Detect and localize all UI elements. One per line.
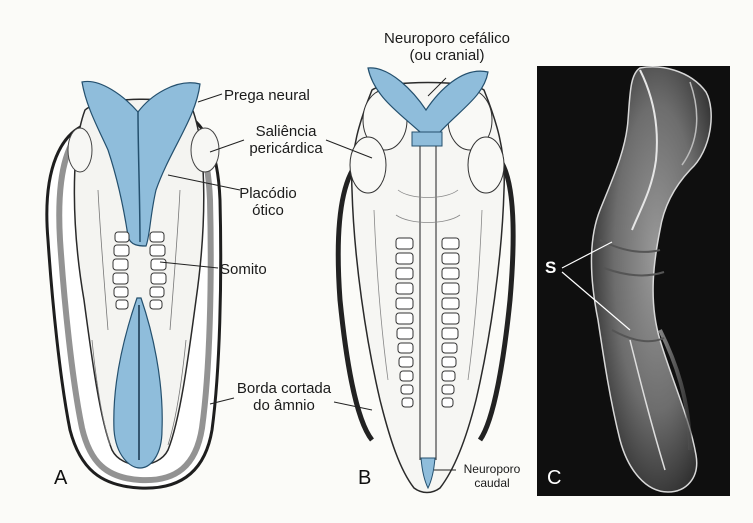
panel-label-c: C xyxy=(547,467,562,489)
label-prega-neural: Prega neural xyxy=(224,87,310,104)
label-neuroporo-cefalico: Neuroporo cefálico (ou cranial) xyxy=(372,30,522,64)
leader-lines-s xyxy=(561,241,631,331)
cranial-neuropore-b xyxy=(367,67,489,143)
caudal-neuropore-b xyxy=(420,457,436,490)
leader-prega-neural xyxy=(197,93,223,103)
label-cefalico-line1: Neuroporo cefálico xyxy=(384,30,510,47)
label-caudal-line2: caudal xyxy=(474,476,510,490)
label-neuroporo-caudal: Neuroporo caudal xyxy=(456,462,528,490)
label-caudal-line1: Neuroporo xyxy=(463,462,521,476)
label-placodio-line1: Placódio xyxy=(239,185,297,202)
embryo-b xyxy=(335,67,516,494)
embryo-a xyxy=(45,80,223,490)
leader-cefalico xyxy=(427,77,447,97)
label-placodio-otico: Placódio ótico xyxy=(238,185,298,219)
panel-label-a: A xyxy=(54,467,68,489)
label-saliencia-line2: pericárdica xyxy=(249,140,323,157)
label-saliencia-pericardica: Saliência pericárdica xyxy=(238,123,334,157)
leader-placodio xyxy=(167,174,241,191)
neural-fold-a xyxy=(81,80,201,247)
label-placodio-line2: ótico xyxy=(252,202,284,219)
label-somito: Somito xyxy=(220,261,267,278)
leader-somito xyxy=(159,261,219,269)
label-cefalico-line2: (ou cranial) xyxy=(409,47,485,64)
embryo-photo-c xyxy=(537,66,730,496)
label-borda-line1: Borda cortada xyxy=(236,380,332,397)
leader-saliencia-b xyxy=(325,139,373,159)
leader-borda-b xyxy=(333,401,373,411)
leader-lines xyxy=(159,77,456,471)
leader-borda-a xyxy=(209,397,235,405)
caudal-groove-a xyxy=(113,297,163,469)
embryo-body-b xyxy=(350,81,506,494)
label-saliencia-line1: Saliência xyxy=(255,123,317,140)
label-borda-line2: do âmnio xyxy=(253,397,315,414)
leader-saliencia xyxy=(209,139,245,153)
label-borda-cortada: Borda cortada do âmnio xyxy=(232,380,336,414)
panel-label-b: B xyxy=(358,467,372,489)
label-s: S xyxy=(545,258,557,277)
